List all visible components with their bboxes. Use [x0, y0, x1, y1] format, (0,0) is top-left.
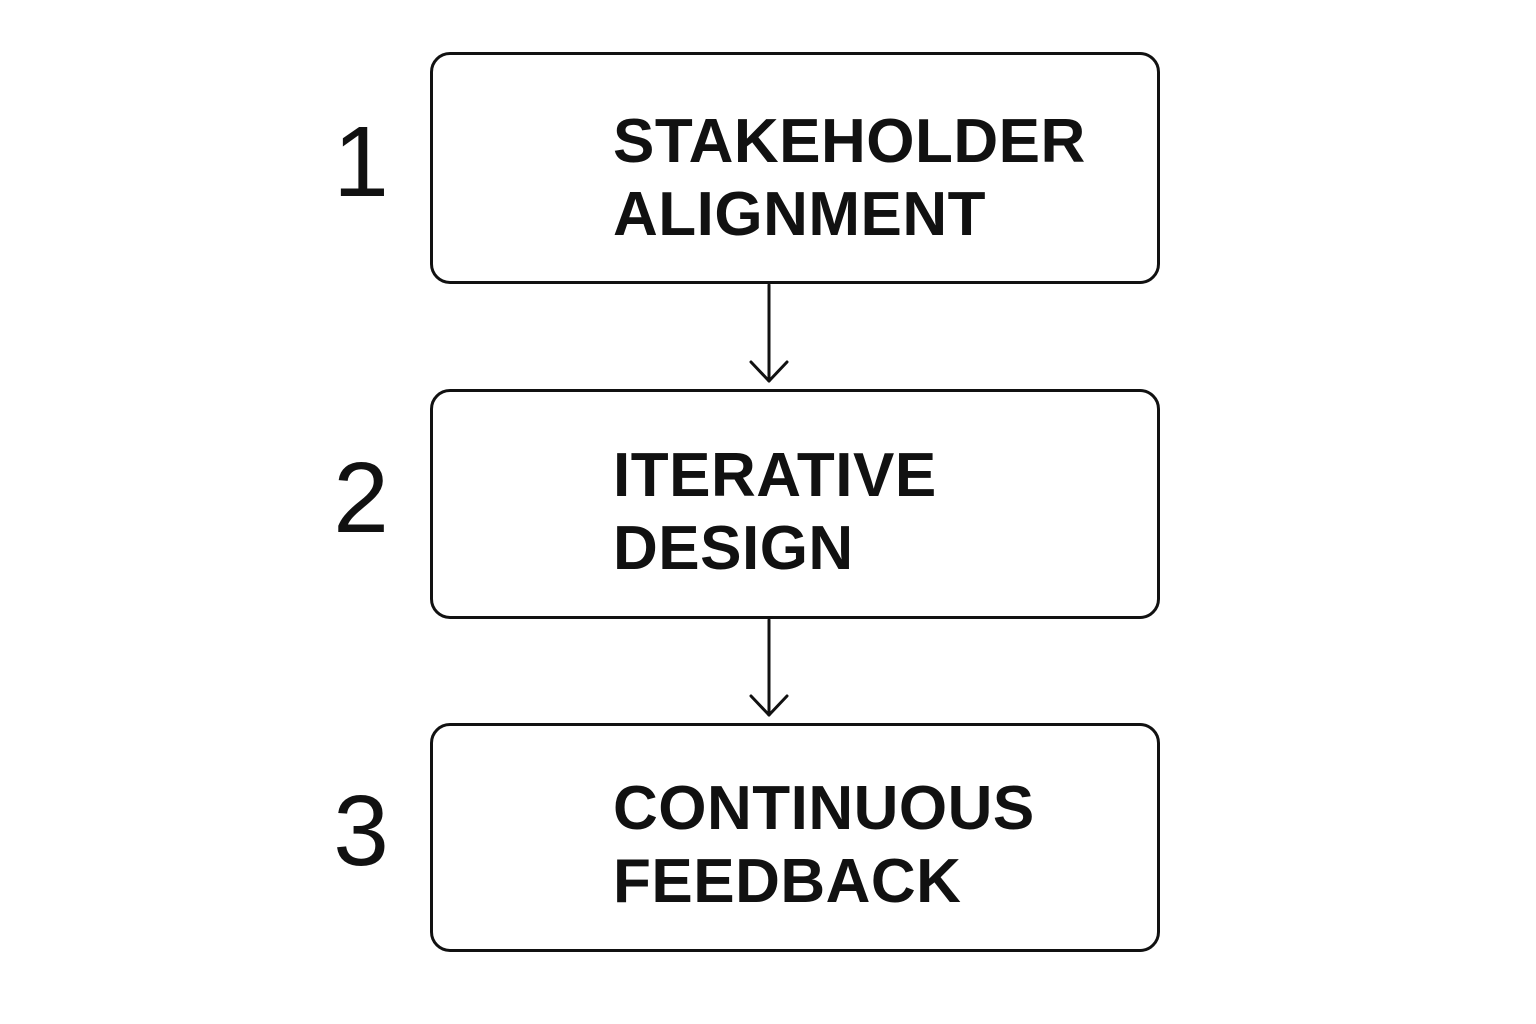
step-label-2: ITERATIVE DESIGN — [613, 439, 937, 585]
step-number-3: 3 — [333, 775, 389, 887]
step-label-1-line-1: STAKEHOLDER — [613, 107, 1086, 176]
step-box-iterative-design: ITERATIVE DESIGN — [430, 389, 1160, 619]
arrow-1-to-2-head — [749, 360, 789, 383]
step-number-1: 1 — [333, 106, 389, 218]
step-number-2: 2 — [333, 442, 389, 554]
step-label-3: CONTINUOUS FEEDBACK — [613, 772, 1035, 918]
step-label-1-line-2: ALIGNMENT — [613, 180, 987, 249]
arrow-1-to-2 — [749, 283, 789, 383]
step-label-2-line-2: DESIGN — [613, 514, 854, 583]
step-box-stakeholder-alignment: STAKEHOLDER ALIGNMENT — [430, 52, 1160, 284]
arrow-2-to-3 — [749, 618, 789, 717]
step-label-3-line-2: FEEDBACK — [613, 847, 962, 916]
step-box-continuous-feedback: CONTINUOUS FEEDBACK — [430, 723, 1160, 952]
step-label-2-line-1: ITERATIVE — [613, 441, 937, 510]
step-label-1: STAKEHOLDER ALIGNMENT — [613, 105, 1086, 251]
step-label-3-line-1: CONTINUOUS — [613, 774, 1035, 843]
arrow-2-to-3-head — [749, 694, 789, 717]
